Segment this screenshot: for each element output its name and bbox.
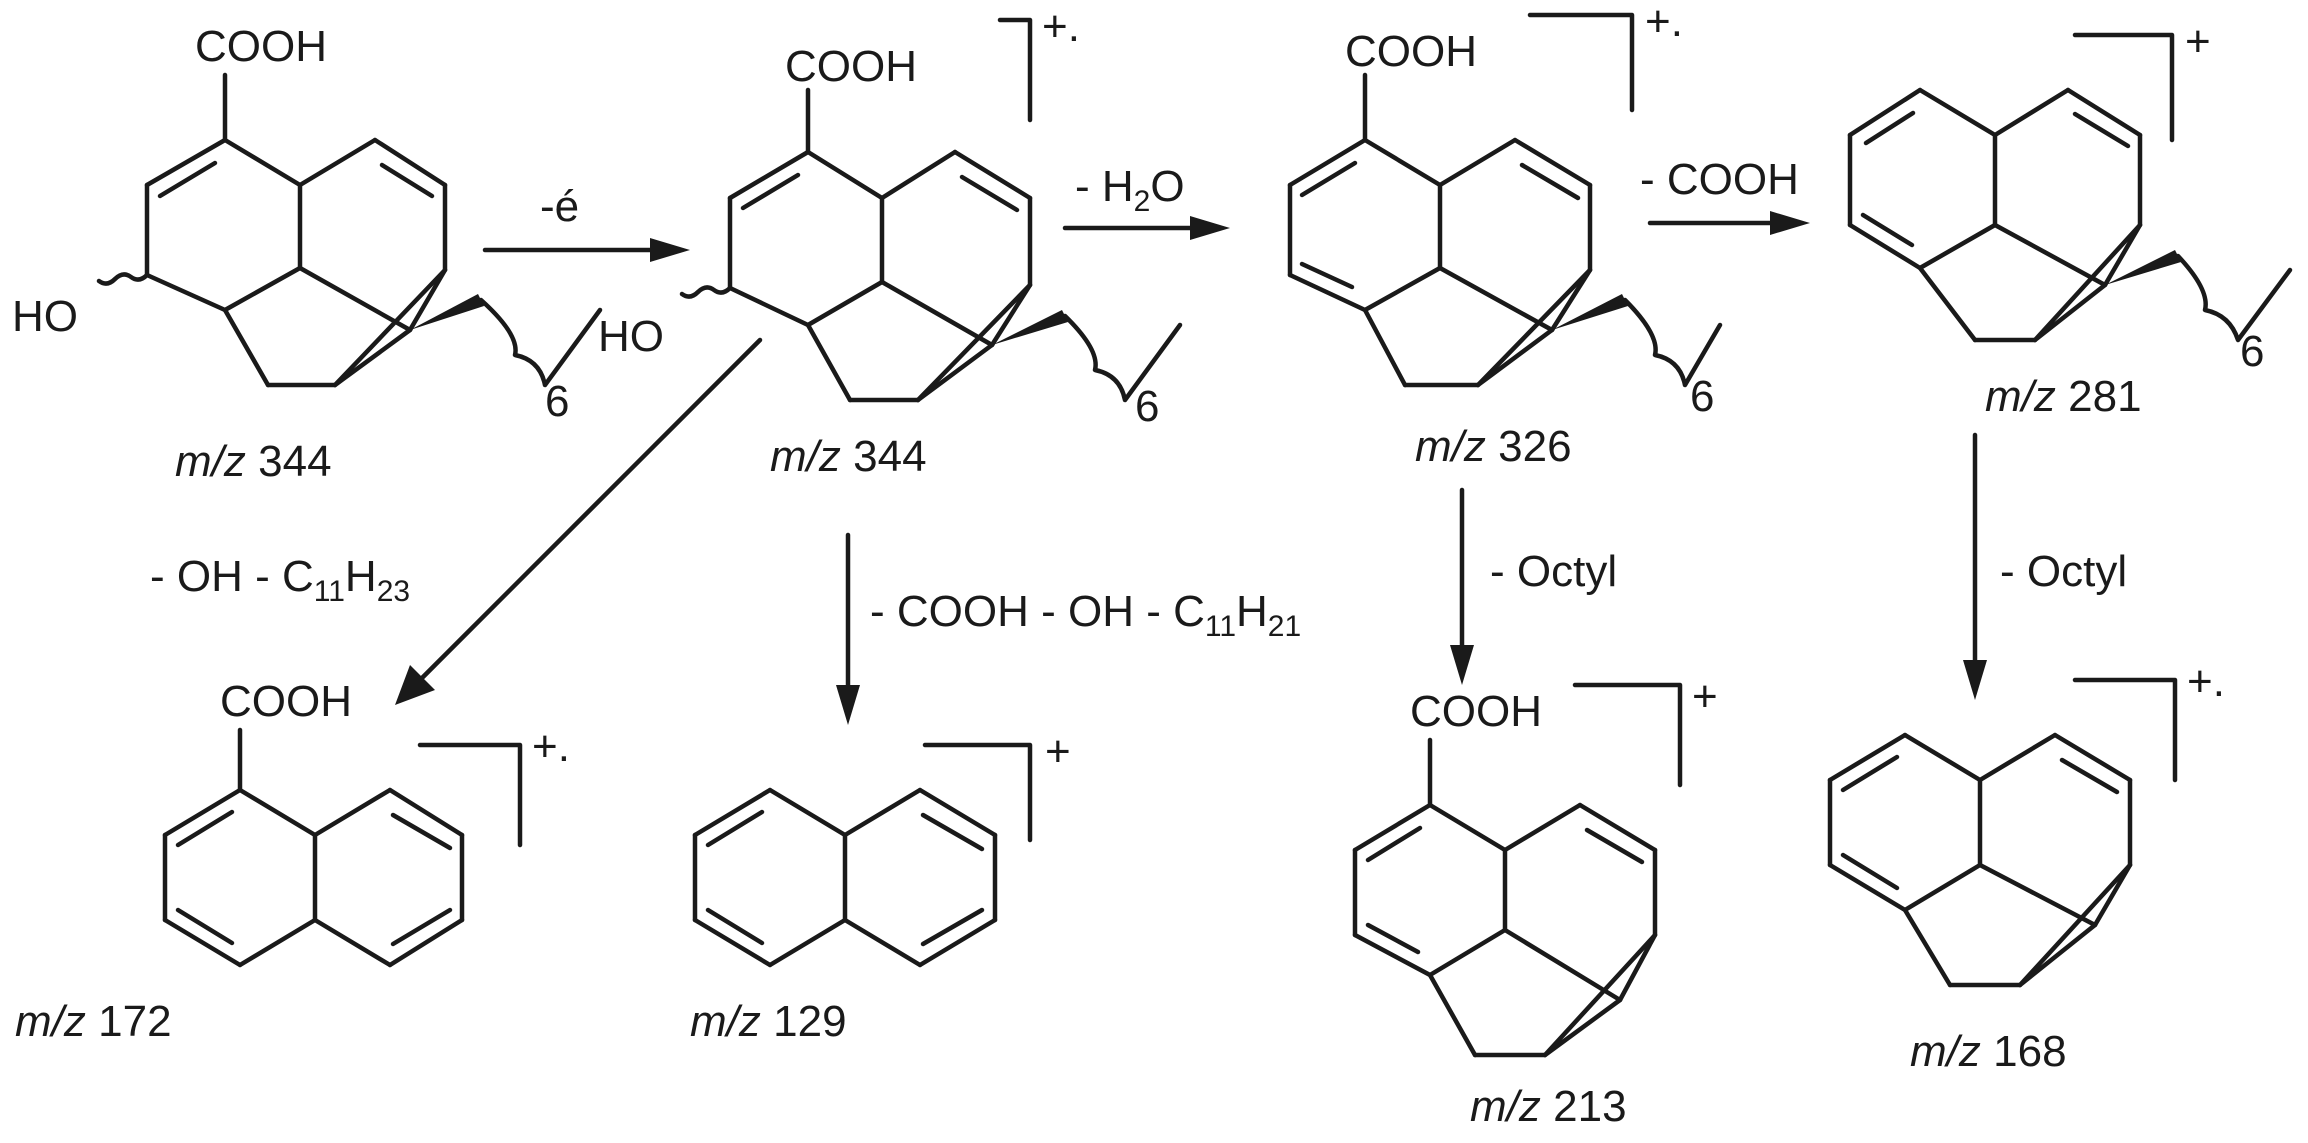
s4-chain-count: 6	[2240, 327, 2265, 376]
structure-5-naphthoic-acid	[162, 727, 523, 968]
arrow-ionization	[482, 238, 690, 262]
s1-oh-label: HO	[12, 292, 78, 341]
s5-charge: +.	[532, 722, 570, 771]
s6-mz-label: m/z 129	[690, 997, 847, 1046]
arrow-to-168	[1963, 432, 1987, 700]
s1-chain-count: 6	[545, 377, 570, 426]
s5-cooh-label: COOH	[220, 677, 352, 726]
structure-2-radical-cation	[679, 17, 1183, 403]
arrow-to-129	[836, 532, 860, 725]
s7-mz-label: m/z 213	[1470, 1082, 1627, 1131]
arrow-to-213	[1450, 487, 1474, 685]
s8-charge: +.	[2187, 657, 2225, 706]
s1-mz-label: m/z 344	[175, 437, 332, 486]
s3-mz-label: m/z 326	[1415, 422, 1572, 471]
arrow-water-loss	[1062, 216, 1230, 240]
structure-1-tricyclic-acid	[96, 72, 603, 388]
arrow-water-loss-label: - H2O	[1075, 162, 1185, 218]
s8-mz-label: m/z 168	[1910, 1027, 2067, 1076]
s7-cooh-label: COOH	[1410, 687, 1542, 736]
arrow-to-168-label: - Octyl	[2000, 547, 2128, 596]
s3-cooh-label: COOH	[1345, 27, 1477, 76]
arrow-to-213-label: - Octyl	[1490, 547, 1618, 596]
structure-7-tricyclic-acid-cation	[1352, 682, 1683, 1058]
s2-mz-label: m/z 344	[770, 432, 927, 481]
s4-charge: +	[2185, 17, 2211, 66]
s6-charge: +	[1045, 727, 1071, 776]
arrow-to-129-label: - COOH - OH - C11H21	[870, 587, 1302, 643]
structure-3-dehydrated	[1287, 12, 1723, 388]
s2-charge: +.	[1042, 2, 1080, 51]
s4-mz-label: m/z 281	[1985, 372, 2142, 421]
arrow-cooh-loss-label: - COOH	[1640, 155, 1799, 204]
s5-mz-label: m/z 172	[15, 997, 172, 1046]
s2-chain-count: 6	[1135, 382, 1160, 431]
arrow-to-172-label: - OH - C11H23	[150, 552, 411, 608]
arrow-to-172	[395, 337, 763, 705]
structure-4-decarboxylated	[1847, 32, 2293, 343]
s1-cooh-label: COOH	[195, 22, 327, 71]
s3-chain-count: 6	[1690, 372, 1715, 421]
s3-charge: +.	[1645, 0, 1683, 46]
structure-8-tricyclic-cation	[1827, 677, 2178, 988]
structure-6-naphthalene-cation	[692, 742, 1033, 968]
arrow-ionization-label: -é	[540, 182, 580, 231]
s7-charge: +	[1692, 672, 1718, 721]
s2-oh-label: HO	[598, 312, 664, 361]
arrow-cooh-loss	[1647, 211, 1810, 235]
s2-cooh-label: COOH	[785, 42, 917, 91]
